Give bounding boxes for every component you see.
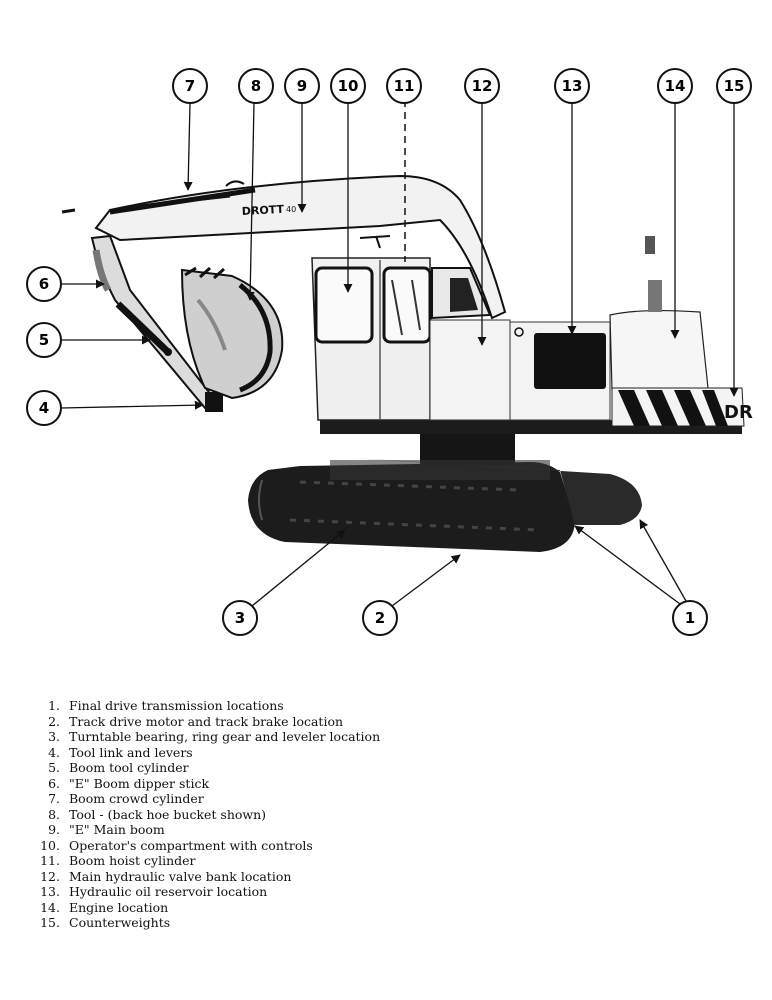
callout-8: 8 xyxy=(238,68,274,301)
callout-3: 3 xyxy=(222,529,346,636)
legend-item-text: Final drive transmission locations xyxy=(69,698,284,713)
callout-14-number: 14 xyxy=(665,77,686,95)
callout-6-number: 6 xyxy=(39,275,49,293)
legend-item-number: 13. xyxy=(40,884,60,899)
excavator-illustration: DR DROTT 40 xyxy=(61,100,753,552)
legend-item-text: Boom tool cylinder xyxy=(69,760,189,775)
callout-10-number: 10 xyxy=(338,77,359,95)
callout-5: 5 xyxy=(26,322,151,358)
callout-11-number: 11 xyxy=(394,77,415,95)
legend-item: 2. Track drive motor and track brake loca… xyxy=(30,714,380,730)
legend-item: 10. Operator's compartment with controls xyxy=(30,838,380,854)
legend-item-number: 1. xyxy=(48,698,60,713)
callout-13: 13 xyxy=(554,68,590,335)
callout-2: 2 xyxy=(362,554,461,636)
legend-item-number: 12. xyxy=(40,868,60,884)
excavator-diagram: DR DROTT 40 xyxy=(26,68,753,636)
callout-5-number: 5 xyxy=(39,331,49,349)
legend-item: 3. Turntable bearing, ring gear and level… xyxy=(30,729,380,745)
callout-13-number: 13 xyxy=(562,77,583,95)
callout-4: 4 xyxy=(26,390,204,426)
callout-7: 7 xyxy=(172,68,208,191)
boom-brand-label: DROTT xyxy=(241,203,284,218)
callout-15: 15 xyxy=(716,68,752,397)
legend-item-text: Main hydraulic valve bank location xyxy=(69,868,292,884)
legend-item-text: Boom hoist cylinder xyxy=(69,853,196,868)
legend-item-number: 2. xyxy=(48,713,60,729)
legend-item: 5. Boom tool cylinder xyxy=(30,760,380,776)
legend-item-text: Hydraulic oil reservoir location xyxy=(69,884,268,899)
boom-model-label: 40 xyxy=(286,205,296,214)
callout-9-number: 9 xyxy=(297,77,307,95)
legend-item-text: Counterweights xyxy=(69,915,171,930)
callout-14: 14 xyxy=(657,68,693,339)
legend-item-text: Track drive motor and track brake locati… xyxy=(69,713,344,729)
legend-item-text: Tool - (back hoe bucket shown) xyxy=(69,806,267,822)
legend-item: 4. Tool link and levers xyxy=(30,745,380,761)
legend-item-number: 7. xyxy=(48,791,60,806)
legend-item: 12. Main hydraulic valve bank location xyxy=(30,869,380,885)
legend-item-number: 10. xyxy=(40,837,60,853)
callout-1: 1 xyxy=(574,519,708,636)
callout-10: 10 xyxy=(330,68,366,293)
legend-item-number: 11. xyxy=(40,853,60,868)
legend-item-number: 8. xyxy=(48,806,60,822)
legend-item: 7. Boom crowd cylinder xyxy=(30,791,380,807)
callout-1-number: 1 xyxy=(685,609,695,627)
upper-structure: DR xyxy=(311,236,753,434)
legend-item: 15. Counterweights xyxy=(30,915,380,931)
callout-9: 9 xyxy=(284,68,320,213)
legend-item: 8. Tool - (back hoe bucket shown) xyxy=(30,807,380,823)
callout-8-number: 8 xyxy=(251,77,261,95)
backhoe-bucket xyxy=(180,266,284,400)
callout-3-number: 3 xyxy=(235,609,245,627)
undercarriage xyxy=(248,430,642,552)
counterweight-brand-label: DR xyxy=(724,402,753,423)
callout-12: 12 xyxy=(464,68,500,346)
legend-item-text: Boom crowd cylinder xyxy=(69,791,204,806)
legend-item-text: "E" Boom dipper stick xyxy=(69,775,210,791)
callout-11: 11 xyxy=(386,68,422,104)
legend-item: 11. Boom hoist cylinder xyxy=(30,853,380,869)
callout-2-number: 2 xyxy=(375,609,385,627)
legend-item-text: Tool link and levers xyxy=(69,744,193,760)
legend-item-number: 4. xyxy=(48,744,60,760)
legend-item: 9. "E" Main boom xyxy=(30,822,380,838)
legend-item-number: 14. xyxy=(40,899,60,915)
callout-7-number: 7 xyxy=(185,77,195,95)
legend-item-number: 5. xyxy=(48,760,60,775)
legend-item-number: 9. xyxy=(48,822,60,837)
callout-12-number: 12 xyxy=(472,77,493,95)
legend-item: 14. Engine location xyxy=(30,900,380,916)
legend-item-text: "E" Main boom xyxy=(69,822,165,837)
counterweight-stripes xyxy=(618,390,728,426)
parts-legend: 1. Final drive transmission locations 2. T… xyxy=(30,698,380,931)
legend-item-number: 15. xyxy=(40,915,60,930)
callout-4-number: 4 xyxy=(39,399,49,417)
legend-item: 6. "E" Boom dipper stick xyxy=(30,776,380,792)
legend-item: 1. Final drive transmission locations xyxy=(30,698,380,714)
callout-6: 6 xyxy=(26,266,105,302)
legend-item-number: 3. xyxy=(48,729,60,744)
legend-item: 13. Hydraulic oil reservoir location xyxy=(30,884,380,900)
legend-item-text: Turntable bearing, ring gear and leveler… xyxy=(69,729,381,744)
callouts: 7 8 9 10 11 12 xyxy=(26,68,752,636)
legend-item-text: Engine location xyxy=(69,899,169,915)
legend-item-number: 6. xyxy=(48,775,60,791)
callout-15-number: 15 xyxy=(724,77,745,95)
legend-item-text: Operator's compartment with controls xyxy=(69,837,313,853)
dipper-stick xyxy=(90,234,223,412)
